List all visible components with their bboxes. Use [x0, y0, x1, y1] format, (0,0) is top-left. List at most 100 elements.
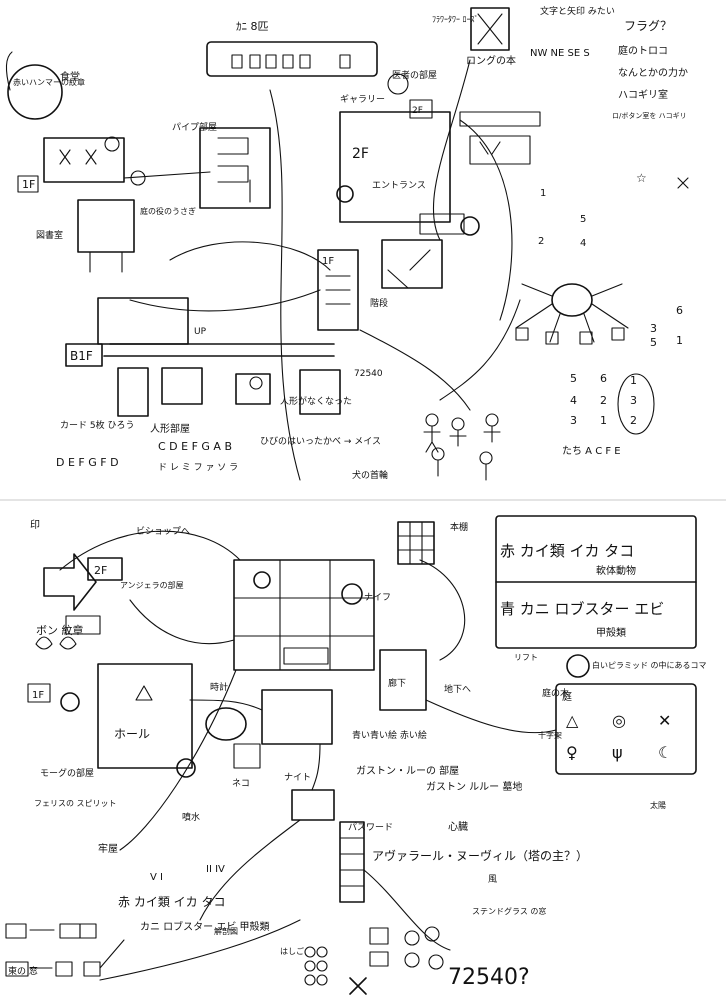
- knight-label: ナイト: [284, 772, 311, 783]
- blue-sub: 甲殻類: [596, 626, 626, 639]
- hall-block: ホール モーグの部屋 フェリスの スピリット 牢屋 時計 ネコ 噴水: [34, 663, 261, 855]
- path-note: ひびのはいったかべ → メイス: [260, 436, 381, 447]
- floor-1f-bottom: 1F: [32, 690, 44, 701]
- grid-number-8: 2: [600, 394, 607, 407]
- heart-note: 心臓: [448, 821, 468, 833]
- red-sub: 軟体動物: [596, 564, 636, 577]
- cross-label: 十字架: [538, 730, 562, 740]
- basement-label: B1F: [70, 349, 93, 363]
- sun-note: 太陽: [650, 800, 666, 810]
- knife-label: ナイフ: [364, 592, 391, 603]
- numbers-top: 72540: [354, 369, 383, 379]
- shape-3: ✕: [658, 711, 671, 730]
- garden-label: 庭: [562, 690, 572, 703]
- grid-b-1: 1: [540, 188, 546, 199]
- grid-number-5: 5: [570, 372, 577, 385]
- sequence-2: C D E F G A B: [158, 440, 232, 453]
- spirit-label: フェリスの スピリット: [34, 799, 117, 808]
- grid-number-3: 3: [650, 322, 657, 335]
- shelf-label: 本棚: [450, 521, 468, 533]
- blue-title: 青 カニ ロブスター エビ: [500, 600, 664, 618]
- grid-number-1: 6: [676, 304, 683, 317]
- crab-header-text: ｶﾆ 8匹: [236, 20, 269, 33]
- doctor-label: 医者の部屋: [392, 69, 437, 81]
- clock-label: 時計: [210, 681, 228, 693]
- star-note: ☆: [636, 171, 647, 185]
- garden-note: 庭の役のうさぎ: [140, 206, 196, 216]
- cats-label: ネコ: [232, 778, 250, 789]
- gallery-label: ギャラリー: [340, 94, 385, 105]
- corridor-label: 廊下: [388, 677, 406, 689]
- abc-line: たち A C F E: [562, 445, 621, 457]
- sequence-1: D E F G F D: [56, 456, 119, 469]
- hall-label: ホール: [114, 727, 150, 741]
- number-tower: はしご 解剖図: [214, 821, 444, 995]
- shape-5: ψ: [612, 743, 623, 762]
- compass: NW NE SE S: [530, 48, 590, 59]
- sequence-3: ド レ ミ フ ァ ソ ラ: [158, 462, 238, 473]
- tower-1f: 1F 階段: [317, 239, 443, 331]
- stairs-label: 階段: [370, 297, 388, 309]
- floor-1f-label: 1F: [22, 178, 35, 191]
- bottom-left-notes: 赤 カイ類 イカ タコ カニ ロブスター エビ 甲殻類 II IV V I 東の…: [5, 864, 270, 977]
- crab-bottom: カニ ロブスター エビ 甲殻類: [140, 920, 270, 933]
- doll-note: 人形がなくなった: [280, 395, 352, 407]
- shape-2: ◎: [612, 711, 626, 730]
- red-bottom: 赤 カイ類 イカ タコ: [118, 895, 225, 909]
- top-sheet: 赤いハンマーの紋章 ｶﾆ 8匹 ﾌﾗﾜｰﾀﾜｰ ﾛｰｽﾞ 文字と矢印 みたい N…: [5, 5, 689, 481]
- north-tower-label: ﾌﾗﾜｰﾀﾜｰ ﾛｰｽﾞ: [432, 15, 479, 24]
- red-title: 赤 カイ類 イカ タコ: [500, 542, 634, 560]
- tower-1f-label: 1F: [322, 256, 334, 267]
- flag-note-small: ロ/ボタン室を ハコギリ: [612, 111, 687, 120]
- aboveground-note: 地下へ: [444, 683, 471, 695]
- flag-note-1: 庭のトロコ: [618, 44, 668, 57]
- roman-note: V I: [150, 872, 163, 883]
- arrow-note: 文字と矢印 みたい: [540, 5, 615, 17]
- emblem-label: ボン 紋章: [36, 623, 84, 637]
- morgue-label: モーグの部屋: [40, 767, 94, 779]
- bottom-connectors: [59, 530, 557, 981]
- basement-block: B1F UP 人形部屋 人形がなくなった カード 5枚 ひろう D E F G …: [56, 297, 388, 481]
- angel-label: アンジェラの部屋: [120, 580, 184, 590]
- grid-number-12: 3: [630, 394, 637, 407]
- grid-number-2: 1: [676, 334, 683, 347]
- drawing-note: ステンドグラス の窓: [472, 906, 546, 916]
- red-crest-note: 赤いハンマーの紋章: [5, 51, 85, 120]
- shape-4: ♀: [566, 743, 578, 762]
- people-sketch: [423, 413, 501, 481]
- library-label: 図書室: [36, 229, 63, 241]
- alphabet-note: II IV: [206, 864, 225, 875]
- entrance-label: エントランス: [372, 180, 426, 191]
- shape-1: △: [566, 711, 579, 730]
- orientation-note: 東の 窓: [8, 965, 38, 977]
- blue-paint-note: 青い青い絵 赤い絵: [352, 729, 427, 741]
- shape-6: ☾: [658, 743, 672, 762]
- flag-note-3: ハコギリ室: [618, 88, 668, 101]
- central-complex: 廊下 ナイト 本棚 ナイフ: [233, 521, 468, 821]
- final-numbers: 72540?: [448, 965, 530, 990]
- classification-box: 赤 カイ類 イカ タコ 軟体動物 青 カニ ロブスター エビ 甲殻類: [495, 515, 697, 649]
- anatomy-note: 解剖図: [214, 926, 238, 936]
- spider-puzzle: 6 1 3 5 5 6 4 2 3 1 1 3 2 たち A C F E 1 5…: [515, 171, 689, 457]
- grid-number-11: 1: [630, 374, 637, 387]
- north-tower: ﾌﾗﾜｰﾀﾜｰ ﾛｰｽﾞ 文字と矢印 みたい NW NE SE S: [432, 5, 615, 59]
- dining-label: 食堂: [60, 70, 80, 83]
- circle-note: 白いピラミッド の中にあるコマ: [592, 660, 707, 670]
- girl-note: ガストン・ルーの 部屋: [356, 764, 459, 777]
- pass-note: パスワード: [348, 822, 393, 833]
- reading-room-label: ロングの本: [466, 54, 516, 67]
- wind-note: 風: [488, 874, 497, 885]
- flag-notes: フラグ？ 庭のトロコ なんとかの力か ハコギリ室 ロ/ボタン室を ハコギリ: [612, 19, 688, 120]
- grid-number-13: 2: [630, 414, 637, 427]
- grid-number-7: 4: [570, 394, 577, 407]
- gallery-block: パイプ部屋 2F 2F ギャラリー 医者の部屋 ロングの本 エントランス: [172, 54, 541, 236]
- fountain-label: 噴水: [182, 811, 200, 823]
- top-connectors: [129, 59, 521, 481]
- floor-2f-label: 2F: [352, 146, 369, 162]
- grid-number-6: 6: [600, 372, 607, 385]
- crab-header: ｶﾆ 8匹: [206, 20, 378, 77]
- red-crest-text: 赤いハンマーの紋章: [13, 77, 85, 87]
- lift-label: リフト: [514, 653, 538, 662]
